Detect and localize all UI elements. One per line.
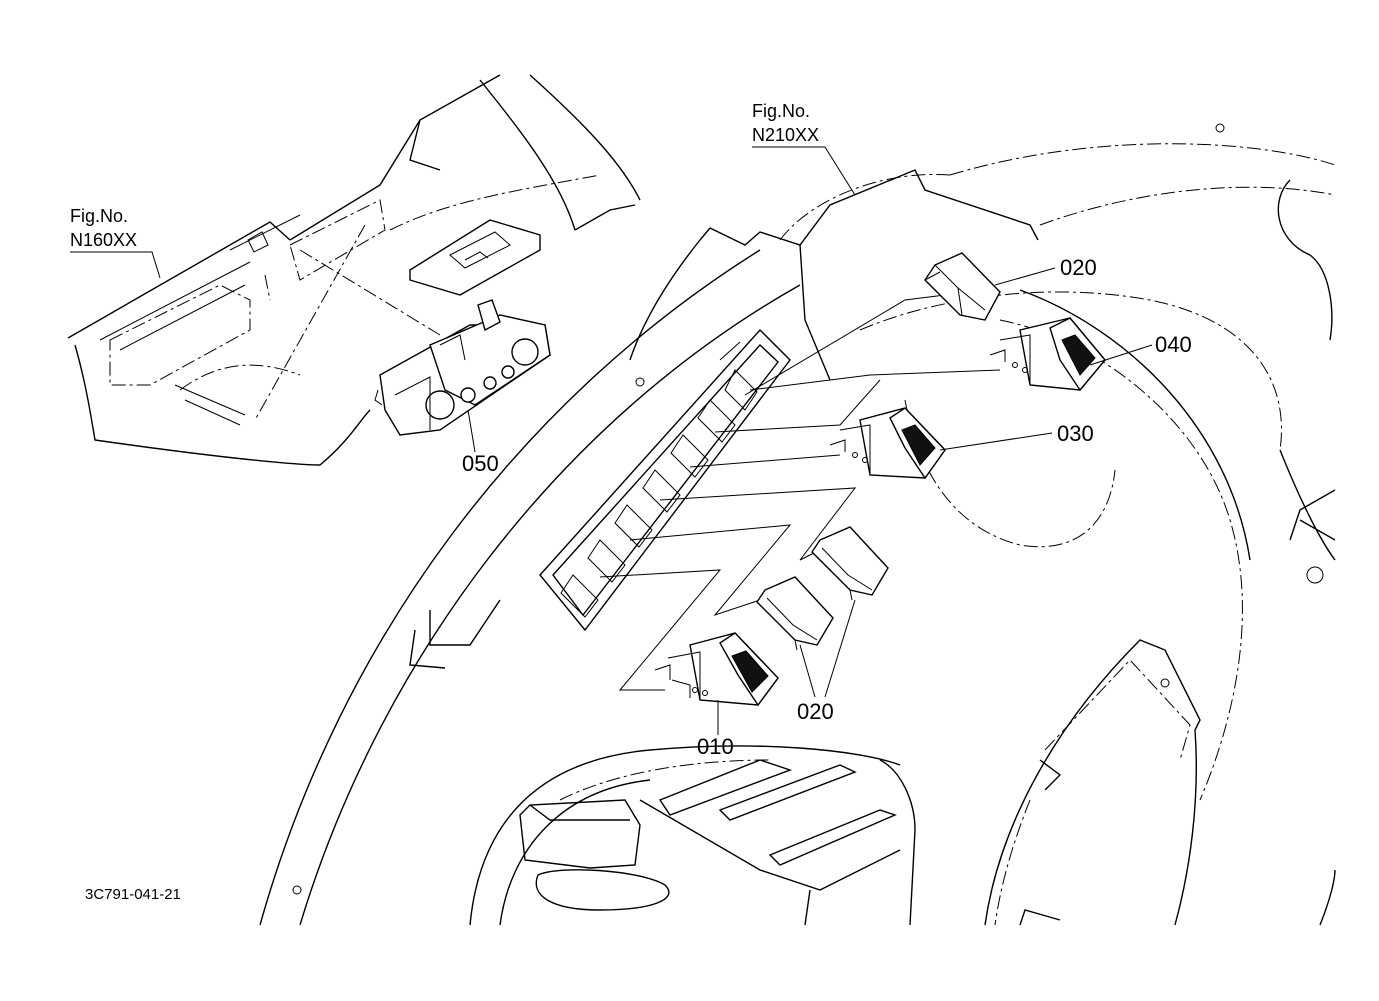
rocker-switch-040	[989, 317, 1106, 392]
assembly-lines	[599, 294, 1001, 691]
side-panel	[67, 74, 641, 466]
lower-console	[469, 745, 916, 926]
callout-040: 040	[1155, 332, 1192, 357]
callout-leaders	[70, 146, 1153, 735]
armrest-recess	[984, 639, 1336, 926]
blank-cap-020-pair	[756, 526, 889, 651]
fig-ref-right-line2: N210XX	[752, 125, 819, 145]
blank-cap-020-top	[924, 252, 1001, 321]
rocker-switch-010	[654, 632, 779, 707]
callout-050: 050	[462, 451, 499, 476]
callout-020-bottom: 020	[797, 699, 834, 724]
switch-panel	[539, 328, 791, 632]
callout-020-top: 020	[1060, 255, 1097, 280]
console-panel	[259, 123, 1336, 926]
fig-ref-left-line2: N160XX	[70, 230, 137, 250]
fig-ref-right-line1: Fig.No.	[752, 101, 810, 121]
drawing-code: 3C791-041-21	[85, 886, 181, 903]
light-switch-050	[374, 299, 551, 436]
fig-ref-left-line1: Fig.No.	[70, 206, 128, 226]
figure-ref-left: Fig.No. N160XX	[70, 206, 137, 250]
figure-ref-right: Fig.No. N210XX	[752, 101, 819, 145]
callout-010: 010	[697, 734, 734, 759]
rocker-switch-030	[829, 407, 946, 480]
callout-030: 030	[1057, 421, 1094, 446]
